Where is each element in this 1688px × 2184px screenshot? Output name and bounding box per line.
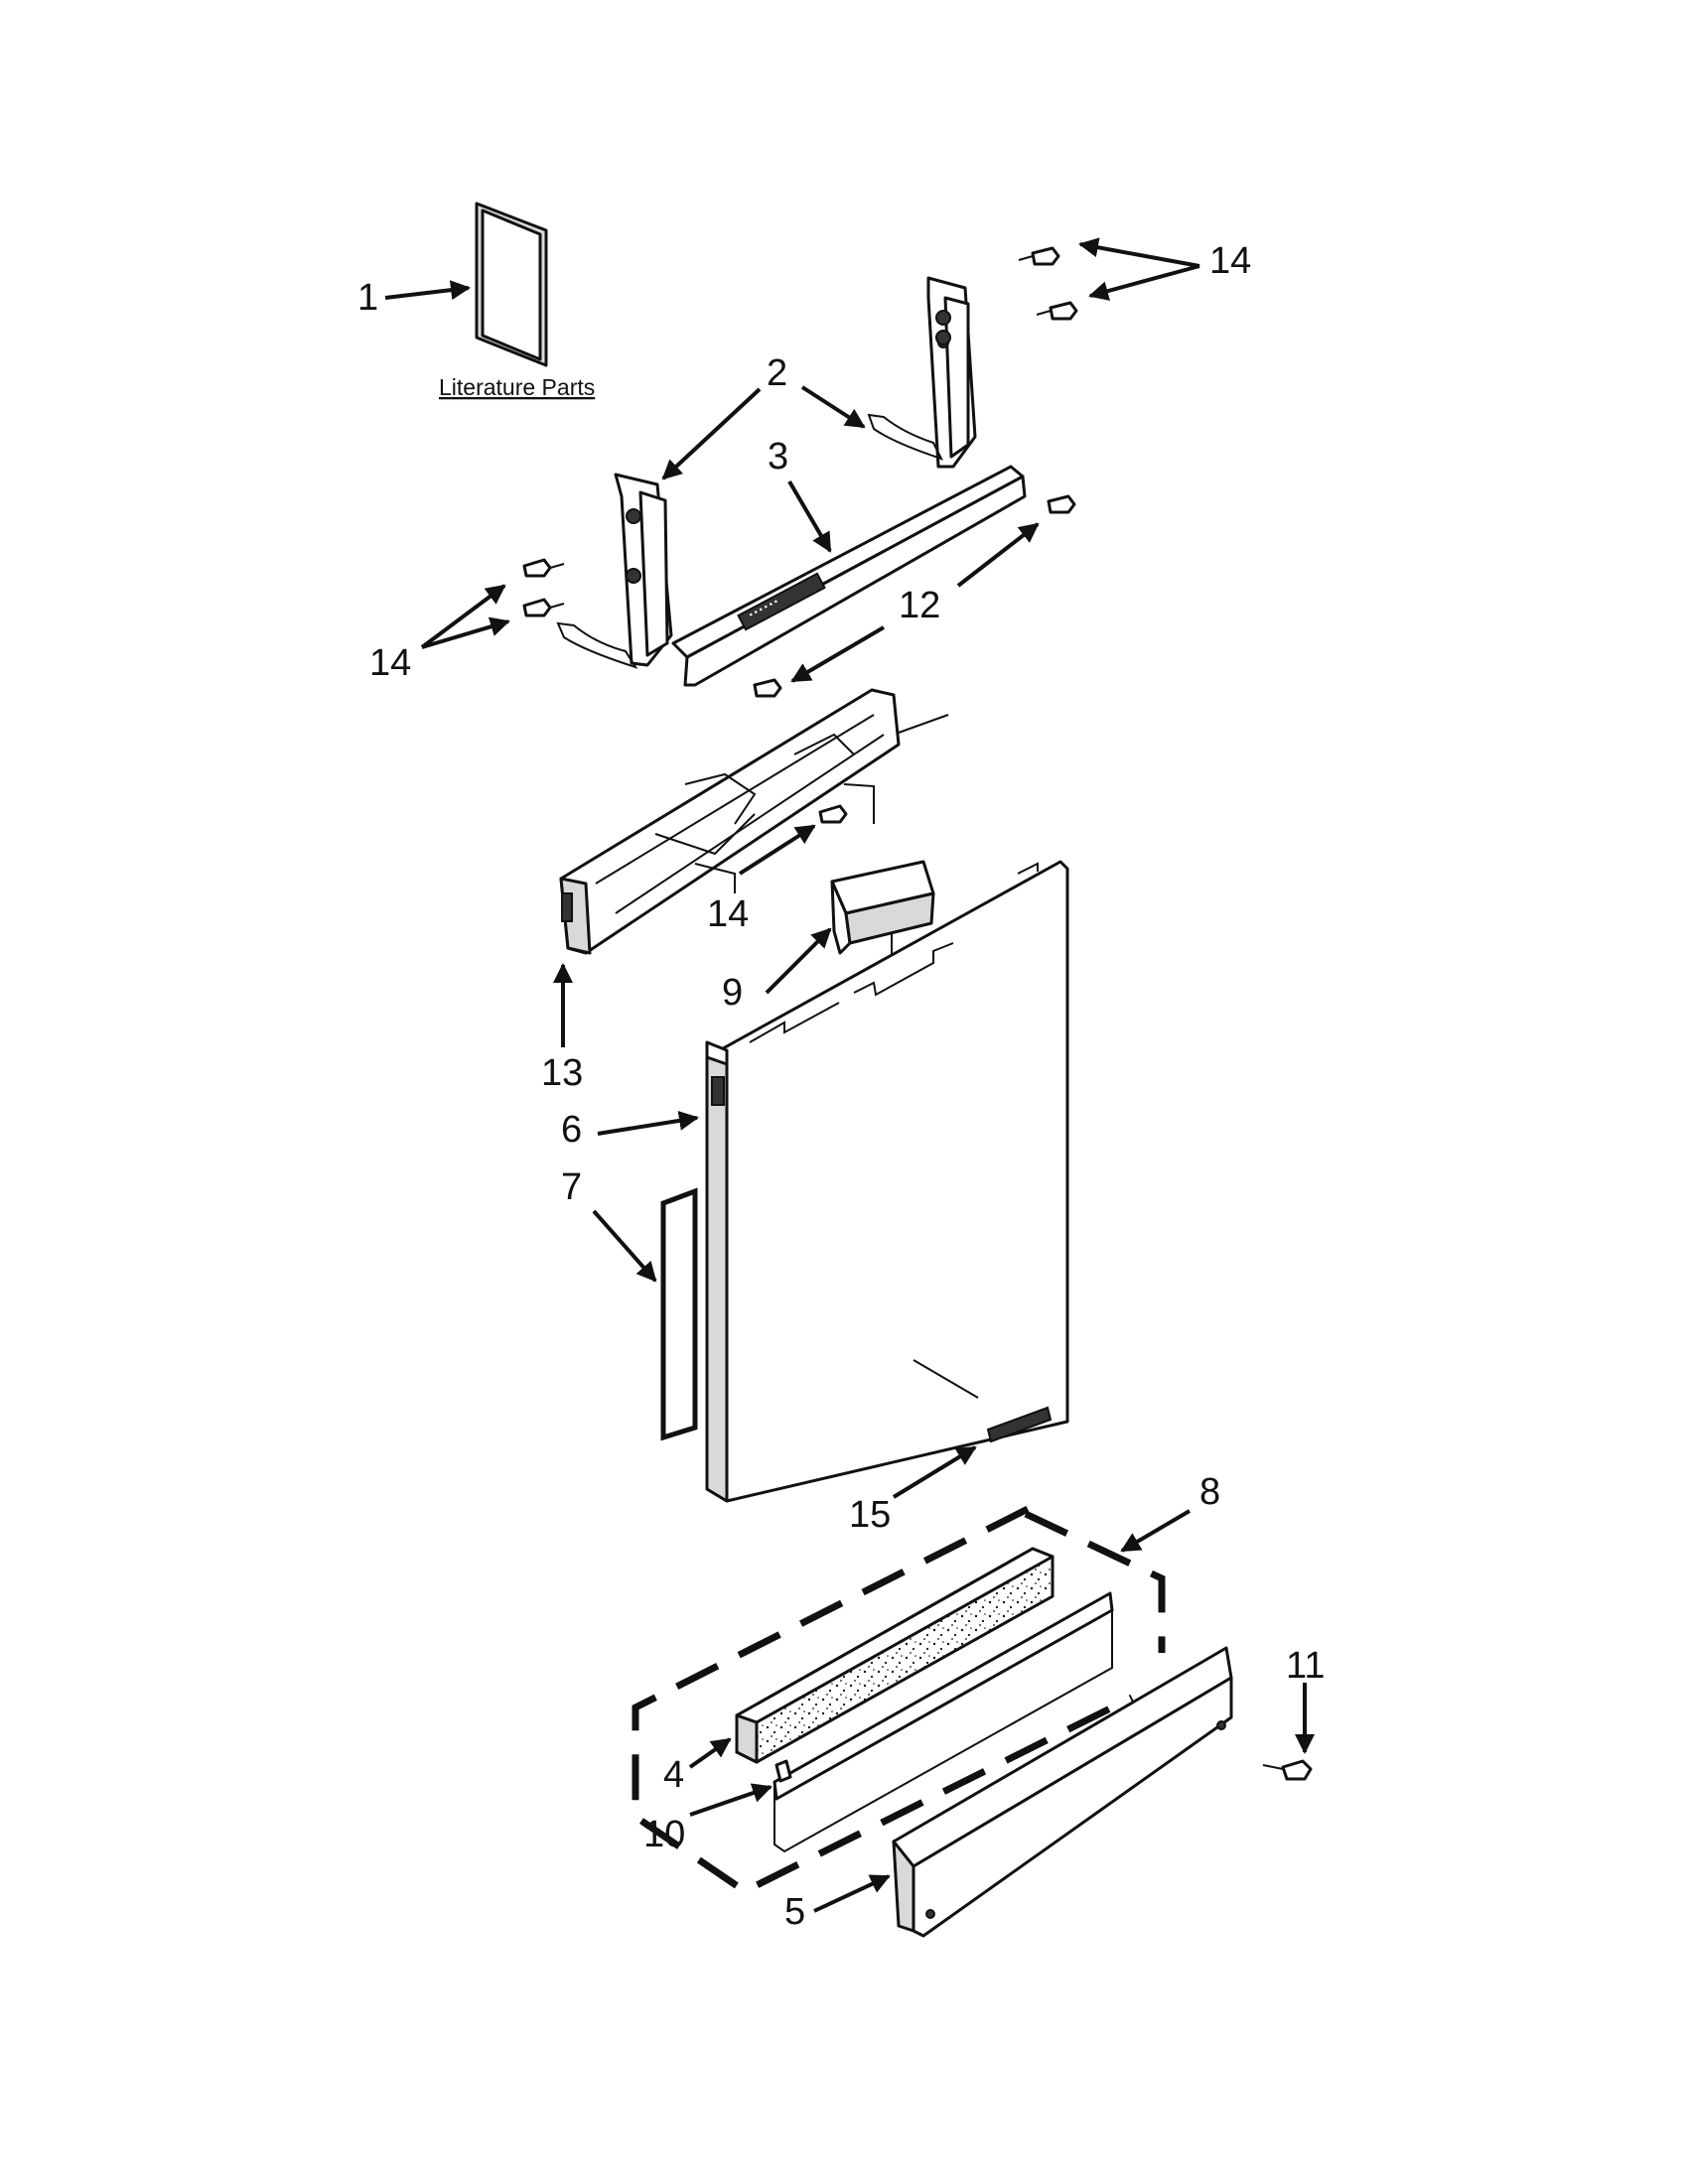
callout-14-mid: 14 — [707, 893, 749, 935]
screw-left-1 — [522, 558, 565, 578]
leader-14-top-b — [1088, 264, 1200, 301]
leader-5 — [813, 1874, 891, 1913]
leader-8 — [1120, 1509, 1192, 1553]
callout-13: 13 — [541, 1052, 583, 1094]
callout-1: 1 — [357, 277, 378, 319]
left-hinge-bracket — [556, 473, 673, 669]
screw-12-lower — [753, 678, 782, 698]
callout-10: 10 — [643, 1814, 685, 1855]
leader-2-right — [800, 385, 866, 429]
control-panel-bracket: ▪ ▪ ▪ ▪ ▪ ▪ — [671, 465, 1027, 687]
door-handle-bracket — [830, 860, 935, 968]
leader-10 — [689, 1783, 773, 1817]
callout-8: 8 — [1199, 1471, 1220, 1513]
screw-14-mid — [818, 804, 848, 824]
callout-5: 5 — [784, 1891, 805, 1933]
leader-6 — [597, 1110, 699, 1136]
screw-top-right-2 — [1036, 301, 1078, 321]
screw-11 — [1262, 1759, 1313, 1781]
leader-2-left — [661, 387, 762, 480]
callout-14-top: 14 — [1209, 240, 1251, 282]
callout-9: 9 — [722, 972, 743, 1014]
right-hinge-bracket — [867, 276, 977, 469]
leader-14-left-a — [420, 584, 506, 649]
leader-9 — [765, 927, 832, 995]
screw-top-right-1 — [1018, 246, 1060, 266]
literature-booklet — [475, 202, 548, 367]
door-gasket — [660, 1187, 698, 1441]
screw-left-2 — [522, 598, 565, 617]
callout-4: 4 — [663, 1754, 684, 1796]
callout-3: 3 — [768, 436, 788, 478]
callout-6: 6 — [561, 1109, 582, 1151]
callout-12: 12 — [899, 585, 940, 626]
foam-insulation-block — [735, 1547, 1055, 1764]
brand-nameplate — [986, 1406, 1053, 1443]
leader-3 — [787, 479, 832, 553]
leader-14-mid — [738, 824, 816, 876]
leader-7 — [592, 1209, 657, 1283]
leader-4 — [688, 1737, 732, 1769]
callout-15: 15 — [849, 1494, 891, 1536]
toe-panel-kit-boundary — [632, 1505, 1166, 1896]
control-panel-assembly — [559, 688, 949, 955]
outer-door-panel — [705, 860, 1069, 1503]
callout-7: 7 — [561, 1166, 582, 1208]
leader-12-lower — [790, 625, 886, 683]
leader-1 — [384, 280, 471, 301]
screw-12-upper — [1047, 494, 1076, 514]
callout-14-left: 14 — [369, 642, 411, 684]
literature-parts-caption: Literature Parts — [439, 374, 595, 400]
leader-12-upper — [956, 522, 1040, 588]
leader-15 — [892, 1445, 977, 1499]
leader-14-top-a — [1078, 237, 1200, 268]
metal-strip — [773, 1591, 1114, 1853]
callout-2: 2 — [767, 352, 787, 394]
toe-kick-panel — [892, 1646, 1233, 1938]
leader-14-left-b — [421, 616, 510, 649]
callout-11: 11 — [1286, 1645, 1325, 1687]
